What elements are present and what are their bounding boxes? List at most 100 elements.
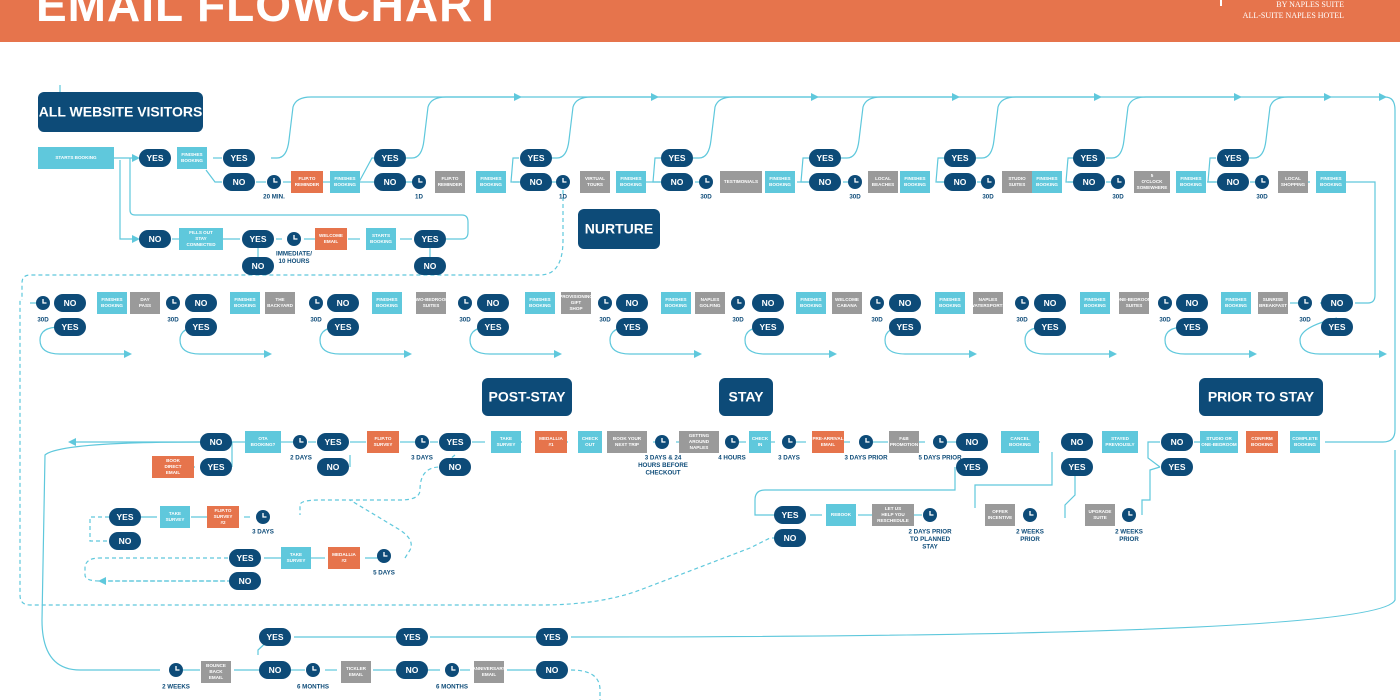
flow-connector bbox=[841, 93, 1102, 159]
svg-text:20 MIN.: 20 MIN. bbox=[263, 194, 285, 201]
svg-text:30D: 30D bbox=[459, 317, 471, 324]
no-pill: NO bbox=[520, 173, 552, 191]
header-byline: BY NAPLES SUITE bbox=[1276, 0, 1344, 9]
yes-pill: YES bbox=[109, 508, 141, 526]
yes-pill: YES bbox=[439, 433, 471, 451]
yes-pill: YES bbox=[536, 628, 568, 646]
clock-icon bbox=[377, 549, 391, 563]
flow-connector bbox=[570, 669, 601, 700]
flow-connector bbox=[1141, 466, 1161, 515]
svg-text:BOOKING: BOOKING bbox=[1036, 182, 1058, 187]
svg-text:FINISHES: FINISHES bbox=[904, 176, 925, 181]
yes-pill: YES bbox=[139, 149, 171, 167]
svg-text:PRE-ARRIVAL: PRE-ARRIVAL bbox=[812, 436, 843, 441]
check-out-email: CHECKOUT bbox=[578, 431, 602, 453]
svg-text:30D: 30D bbox=[849, 194, 861, 201]
svg-text:NO: NO bbox=[64, 298, 77, 308]
svg-text:YES: YES bbox=[1041, 322, 1058, 332]
svg-text:BOOKING: BOOKING bbox=[1251, 442, 1273, 447]
svg-text:RESCHEDULE: RESCHEDULE bbox=[877, 518, 909, 523]
svg-text:FLIP.TO: FLIP.TO bbox=[442, 176, 459, 181]
yes-pill: YES bbox=[661, 149, 693, 167]
svg-text:AROUND: AROUND bbox=[689, 439, 710, 444]
delay-note: 3 DAYS PRIOR bbox=[844, 455, 888, 462]
flow-connector bbox=[652, 157, 661, 183]
no-pill: NO bbox=[956, 433, 988, 451]
delay-note: 30D bbox=[982, 194, 994, 201]
svg-text:#1: #1 bbox=[548, 442, 554, 447]
no-pill: NO bbox=[809, 173, 841, 191]
svg-text:YES: YES bbox=[1080, 153, 1097, 163]
yes-pill: YES bbox=[616, 318, 648, 336]
svg-text:YES: YES bbox=[266, 632, 283, 642]
svg-text:BOOKING: BOOKING bbox=[939, 303, 961, 308]
flow-connector bbox=[974, 452, 1053, 508]
clock-icon bbox=[1015, 296, 1029, 310]
svg-text:FINISHES: FINISHES bbox=[234, 297, 255, 302]
svg-text:YES: YES bbox=[61, 322, 78, 332]
clock-icon bbox=[981, 175, 995, 189]
svg-text:30D: 30D bbox=[1256, 194, 1268, 201]
svg-text:3 DAYS: 3 DAYS bbox=[778, 455, 800, 462]
flow-connector bbox=[21, 190, 564, 300]
delay-note: 30D bbox=[1299, 317, 1311, 324]
svg-text:BOUNCE: BOUNCE bbox=[206, 663, 226, 668]
svg-text:SURVEY: SURVEY bbox=[214, 514, 233, 519]
svg-text:30D: 30D bbox=[700, 194, 712, 201]
svg-text:FINISHES: FINISHES bbox=[181, 152, 202, 157]
svg-text:BACKYARD: BACKYARD bbox=[267, 303, 294, 308]
yes-pill: YES bbox=[229, 549, 261, 567]
clock-icon bbox=[306, 663, 320, 677]
svg-text:5 DAYS: 5 DAYS bbox=[373, 570, 395, 577]
svg-text:BOOKING: BOOKING bbox=[480, 182, 502, 187]
svg-text:4 HOURS: 4 HOURS bbox=[718, 455, 746, 462]
delay-note: 5 DAYS bbox=[373, 570, 395, 577]
svg-text:NO: NO bbox=[269, 665, 282, 675]
svg-text:30D: 30D bbox=[310, 317, 322, 324]
svg-text:TOURS: TOURS bbox=[587, 182, 603, 187]
svg-text:NO: NO bbox=[1186, 298, 1199, 308]
svg-text:CHECKOUT: CHECKOUT bbox=[645, 470, 680, 477]
svg-text:30D: 30D bbox=[871, 317, 883, 324]
svg-text:BOOKING: BOOKING bbox=[1180, 182, 1202, 187]
svg-text:SURVEY: SURVEY bbox=[497, 442, 516, 447]
flow-connector bbox=[800, 157, 809, 183]
svg-text:BOOKING: BOOKING bbox=[769, 182, 791, 187]
no-pill: NO bbox=[109, 532, 141, 550]
svg-text:TAKE: TAKE bbox=[500, 436, 512, 441]
svg-text:EMAIL: EMAIL bbox=[166, 470, 180, 475]
yes-pill: YES bbox=[414, 230, 446, 248]
svg-text:FILLS OUT: FILLS OUT bbox=[189, 230, 213, 235]
svg-text:YES: YES bbox=[334, 322, 351, 332]
svg-text:STARTS: STARTS bbox=[372, 233, 390, 238]
header-hotel-name: ALL-SUITE NAPLES HOTEL bbox=[1242, 11, 1344, 20]
svg-text:OUT: OUT bbox=[585, 442, 595, 447]
clock-icon bbox=[309, 296, 323, 310]
yes-pill: YES bbox=[200, 458, 232, 476]
svg-text:NAPLES: NAPLES bbox=[690, 445, 709, 450]
svg-text:BOOKING: BOOKING bbox=[234, 303, 256, 308]
svg-text:6 MONTHS: 6 MONTHS bbox=[297, 684, 329, 691]
delay-note: 30D bbox=[167, 317, 179, 324]
svg-text:SUITES: SUITES bbox=[423, 303, 440, 308]
svg-text:SURVEY: SURVEY bbox=[166, 517, 185, 522]
svg-text:30D: 30D bbox=[1016, 317, 1028, 324]
svg-text:BOOKING: BOOKING bbox=[665, 303, 687, 308]
svg-text:YES: YES bbox=[623, 322, 640, 332]
svg-text:YES: YES bbox=[1224, 153, 1241, 163]
